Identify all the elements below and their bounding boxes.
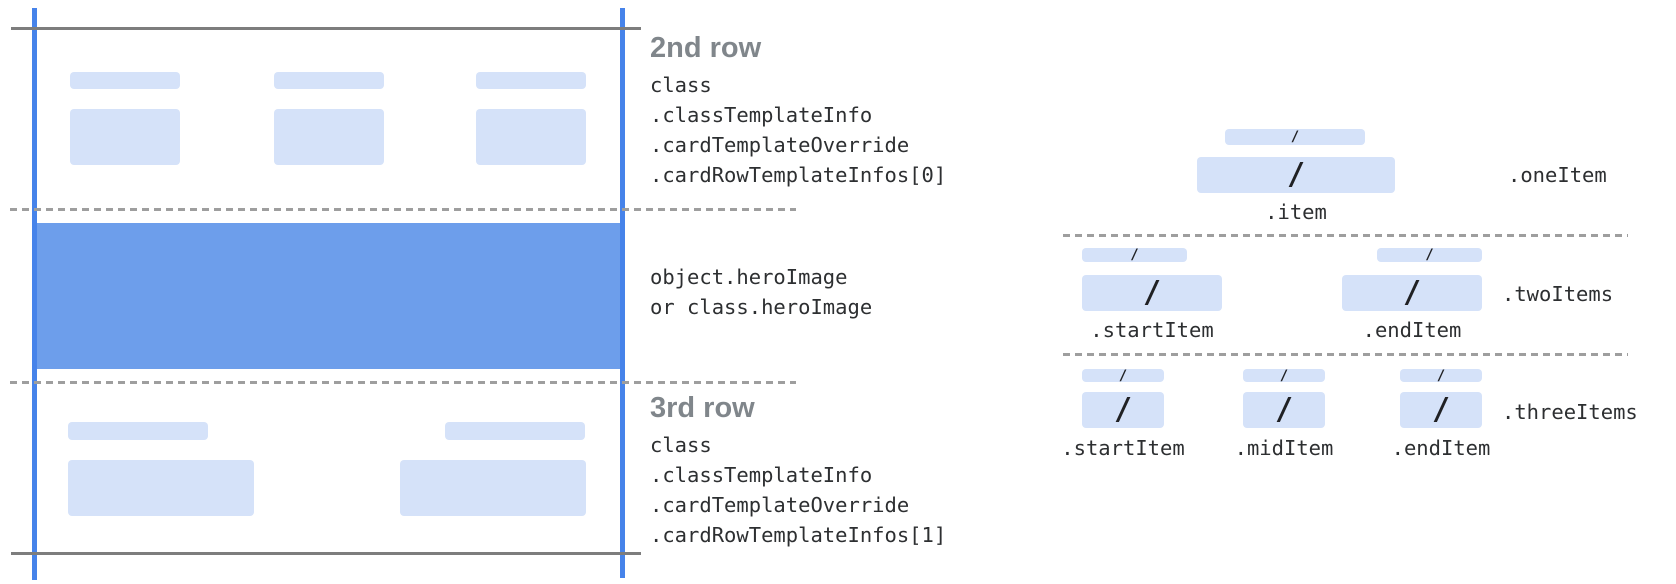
three-items-start-label-placeholder: / <box>1082 367 1164 384</box>
row2-path-line-2: .classTemplateInfo <box>650 103 873 127</box>
row3-path-line-3: .cardTemplateOverride <box>650 493 910 517</box>
three-items-start-slot-label: .startItem <box>1061 436 1185 460</box>
two-three-divider-dashed-line <box>1063 353 1628 356</box>
hero-path-line-1: object.heroImage <box>650 265 848 289</box>
two-items-end-value-placeholder: / <box>1342 275 1482 311</box>
row3-col1-label-placeholder <box>68 422 208 440</box>
hero-path-line-2: or class.heroImage <box>650 295 873 319</box>
card-right-edge-line <box>620 8 625 578</box>
three-items-start-value-placeholder: / <box>1082 392 1164 428</box>
placeholder-slash-icon: / <box>1130 247 1139 263</box>
three-items-mid-slot-label: .midItem <box>1234 436 1334 460</box>
two-items-row-label: .twoItems <box>1502 282 1614 306</box>
three-items-end-slot-label: .endItem <box>1391 436 1491 460</box>
placeholder-slash-icon: / <box>1279 367 1289 384</box>
placeholder-slash-icon: / <box>1118 367 1128 384</box>
two-items-end-slot-label: .endItem <box>1362 318 1462 342</box>
placeholder-slash-icon: / <box>1425 247 1434 263</box>
row2-col3-label-placeholder <box>476 72 586 89</box>
placeholder-slash-icon: / <box>1274 392 1294 427</box>
row3-path-line-1: class <box>650 433 712 457</box>
placeholder-slash-icon: / <box>1402 275 1422 310</box>
row3-path-line-2: .classTemplateInfo <box>650 463 873 487</box>
row3-col2-value-placeholder <box>400 460 586 516</box>
placeholder-slash-icon: / <box>1142 275 1162 310</box>
one-item-row-label: .oneItem <box>1508 163 1607 187</box>
row2-hero-divider-dashed-line <box>10 208 796 211</box>
placeholder-slash-icon: / <box>1286 157 1306 192</box>
row2-col3-value-placeholder <box>476 109 586 165</box>
two-items-end-label-placeholder: / <box>1377 248 1482 262</box>
one-item-slot-label: .item <box>1265 200 1327 224</box>
row2-path-line-1: class <box>650 73 712 97</box>
row3-heading: 3rd row <box>650 392 755 424</box>
one-item-value-placeholder: / <box>1197 157 1395 193</box>
card-top-boundary-line <box>11 27 641 30</box>
placeholder-slash-icon: / <box>1113 392 1133 427</box>
hero-image-band <box>37 223 620 369</box>
three-items-row-label: .threeItems <box>1502 400 1638 424</box>
row2-col2-value-placeholder <box>274 109 384 165</box>
hero-row3-divider-dashed-line <box>10 381 796 384</box>
row2-heading: 2nd row <box>650 32 762 64</box>
row3-col1-value-placeholder <box>68 460 254 516</box>
card-bottom-boundary-line <box>11 552 641 555</box>
one-two-divider-dashed-line <box>1063 234 1628 237</box>
two-items-start-label-placeholder: / <box>1082 248 1187 262</box>
two-items-start-slot-label: .startItem <box>1090 318 1214 342</box>
three-items-mid-label-placeholder: / <box>1243 367 1325 384</box>
three-items-end-label-placeholder: / <box>1400 367 1482 384</box>
row2-col1-label-placeholder <box>70 72 180 89</box>
row2-col1-value-placeholder <box>70 109 180 165</box>
three-items-mid-value-placeholder: / <box>1243 392 1325 428</box>
two-items-start-value-placeholder: / <box>1082 275 1222 311</box>
row3-path-line-4: .cardRowTemplateInfos[1] <box>650 523 947 547</box>
placeholder-slash-icon: / <box>1431 392 1451 427</box>
one-item-label-placeholder: / <box>1225 129 1365 145</box>
card-left-edge-line <box>32 8 37 580</box>
row2-path-line-4: .cardRowTemplateInfos[0] <box>650 163 947 187</box>
row3-col2-label-placeholder <box>445 422 585 440</box>
placeholder-slash-icon: / <box>1290 129 1300 145</box>
three-items-end-value-placeholder: / <box>1400 392 1482 428</box>
row2-col2-label-placeholder <box>274 72 384 89</box>
row2-path-line-3: .cardTemplateOverride <box>650 133 910 157</box>
placeholder-slash-icon: / <box>1436 367 1446 384</box>
